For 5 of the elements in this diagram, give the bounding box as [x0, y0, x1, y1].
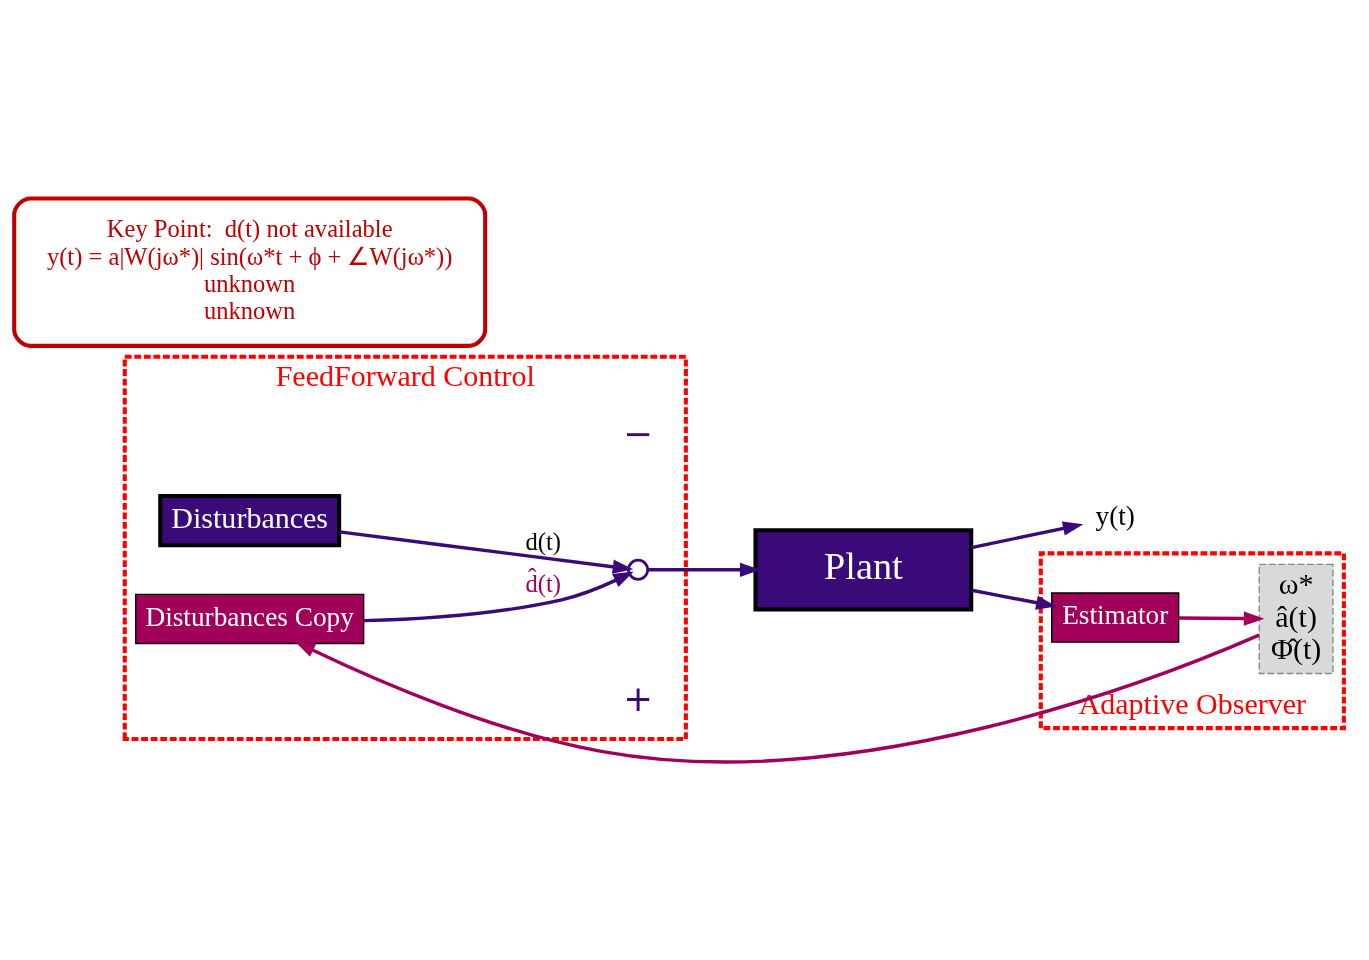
edge-label: d̂(t): [525, 569, 561, 597]
edge-label: d(t): [525, 527, 561, 555]
node-label: +: [623, 677, 653, 719]
node-label: −: [623, 412, 653, 454]
node-text: y(t): [1095, 500, 1135, 531]
